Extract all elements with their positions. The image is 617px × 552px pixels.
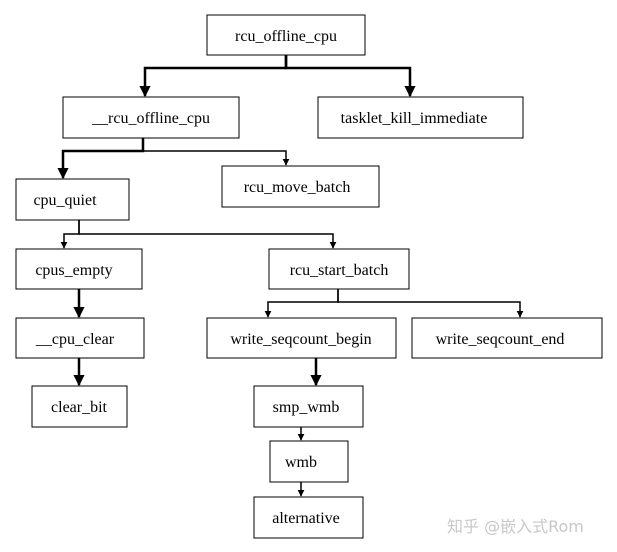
node-label: rcu_offline_cpu xyxy=(235,28,337,45)
node-label: wmb xyxy=(285,454,317,471)
node-rcu-offline-cpu[interactable]: rcu_offline_cpu xyxy=(206,14,366,56)
node-label: clear_bit xyxy=(51,399,108,416)
edges xyxy=(57,55,524,497)
watermark: 知乎 @嵌入式Rom xyxy=(447,517,584,536)
node-label: __rcu_offline_cpu xyxy=(91,110,210,127)
node-clear-bit[interactable]: clear_bit xyxy=(31,385,128,428)
node-rcu-move-batch[interactable]: rcu_move_batch xyxy=(221,165,380,208)
edge-rcu-start-batch-to-write-seqcount-end xyxy=(337,289,524,318)
node-rcu-offline-cpu-inner[interactable]: __rcu_offline_cpu xyxy=(62,96,240,139)
node-label: rcu_move_batch xyxy=(244,179,351,196)
node-label: alternative xyxy=(272,510,340,527)
node-smp-wmb[interactable]: smp_wmb xyxy=(253,385,364,428)
node-tasklet-kill-immediate[interactable]: tasklet_kill_immediate xyxy=(317,96,524,139)
edge-rcu-offline-cpu-to-tasklet-kill-immediate xyxy=(284,55,416,98)
node-label: smp_wmb xyxy=(273,399,340,416)
node-write-seqcount-begin[interactable]: write_seqcount_begin xyxy=(206,317,397,359)
node-wmb[interactable]: wmb xyxy=(269,440,349,483)
node-label: __cpu_clear xyxy=(35,331,115,348)
node-cpus-empty[interactable]: cpus_empty xyxy=(15,248,143,290)
node-label: cpus_empty xyxy=(35,262,112,279)
edge-rcu-offline-cpu-inner-to-cpu-quiet xyxy=(57,138,145,180)
edge-cpu-quiet-to-cpus-empty xyxy=(60,220,80,249)
node-alternative[interactable]: alternative xyxy=(253,496,364,539)
node-label: write_seqcount_begin xyxy=(230,331,371,348)
node-cpu-quiet[interactable]: cpu_quiet xyxy=(15,178,130,221)
nodes: rcu_offline_cpu __rcu_offline_cpu taskle… xyxy=(15,14,603,539)
node-label: tasklet_kill_immediate xyxy=(341,110,488,127)
edge-rcu-offline-cpu-to-rcu-offline-cpu-inner xyxy=(139,55,288,98)
edge-rcu-offline-cpu-inner-to-rcu-move-batch xyxy=(142,138,290,166)
node-rcu-start-batch[interactable]: rcu_start_batch xyxy=(268,248,410,290)
node-write-seqcount-end[interactable]: write_seqcount_end xyxy=(411,317,603,359)
node-label: write_seqcount_end xyxy=(436,331,565,348)
node-label: rcu_start_batch xyxy=(290,262,389,279)
node-label: cpu_quiet xyxy=(33,192,97,209)
edge-cpu-quiet-to-rcu-start-batch xyxy=(78,220,337,249)
edge-rcu-start-batch-to-write-seqcount-begin xyxy=(264,289,339,318)
node-cpu-clear[interactable]: __cpu_clear xyxy=(15,317,145,359)
